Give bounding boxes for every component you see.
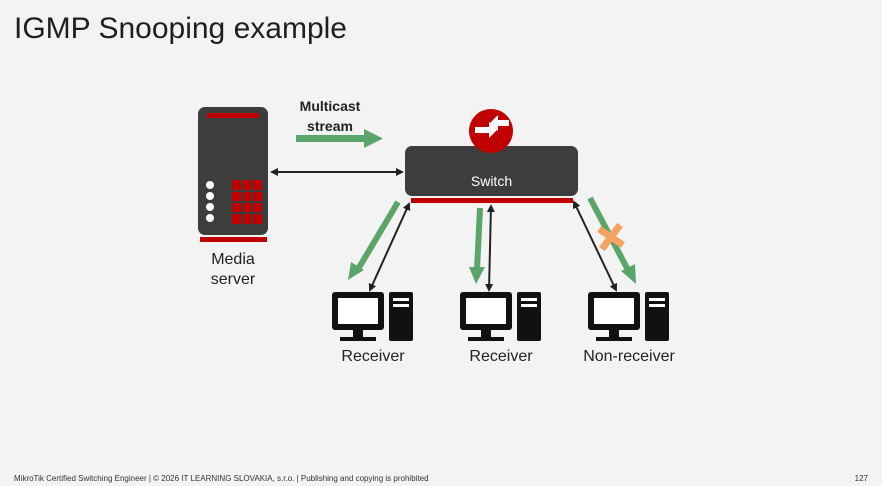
receiver1-link [368, 202, 411, 292]
page-number: 127 [854, 474, 868, 483]
receiver2-link [485, 204, 495, 292]
media-server-icon [198, 107, 268, 242]
blocked-x-icon [597, 222, 625, 252]
switch-label: Switch [470, 173, 513, 189]
multicast-stream-arrow [296, 129, 383, 148]
multicast-stream-label: Multicast stream [282, 96, 378, 136]
computer-icon-non-receiver [588, 292, 669, 341]
multicast-stream-label-line1: Multicast [299, 98, 361, 114]
receiver1-stream-arrow [354, 200, 401, 273]
receiver2-stream-arrow [474, 207, 483, 271]
slide-title: IGMP Snooping example [14, 12, 347, 45]
multicast-stream-label-line2: stream [307, 118, 353, 134]
non-receiver-stream-arrowhead [621, 264, 636, 284]
media-server-label: Media server [193, 250, 273, 290]
computer-icon-receiver1 [332, 292, 413, 341]
non-receiver-link [572, 200, 618, 292]
receiver2-label: Receiver [469, 348, 533, 365]
footer-text: MikroTik Certified Switching Engineer | … [14, 474, 429, 483]
computer-icon-receiver2 [460, 292, 541, 341]
receiver2-stream-arrowhead [469, 267, 485, 284]
non-receiver-label: Non-receiver [583, 348, 675, 365]
media-server-label-line2: server [210, 271, 256, 288]
receiver1-label: Receiver [341, 348, 405, 365]
switch-icon [469, 109, 513, 153]
media-server-label-line1: Media [211, 251, 255, 268]
receiver1-stream-arrowhead [348, 262, 364, 280]
switch-device [405, 146, 578, 203]
